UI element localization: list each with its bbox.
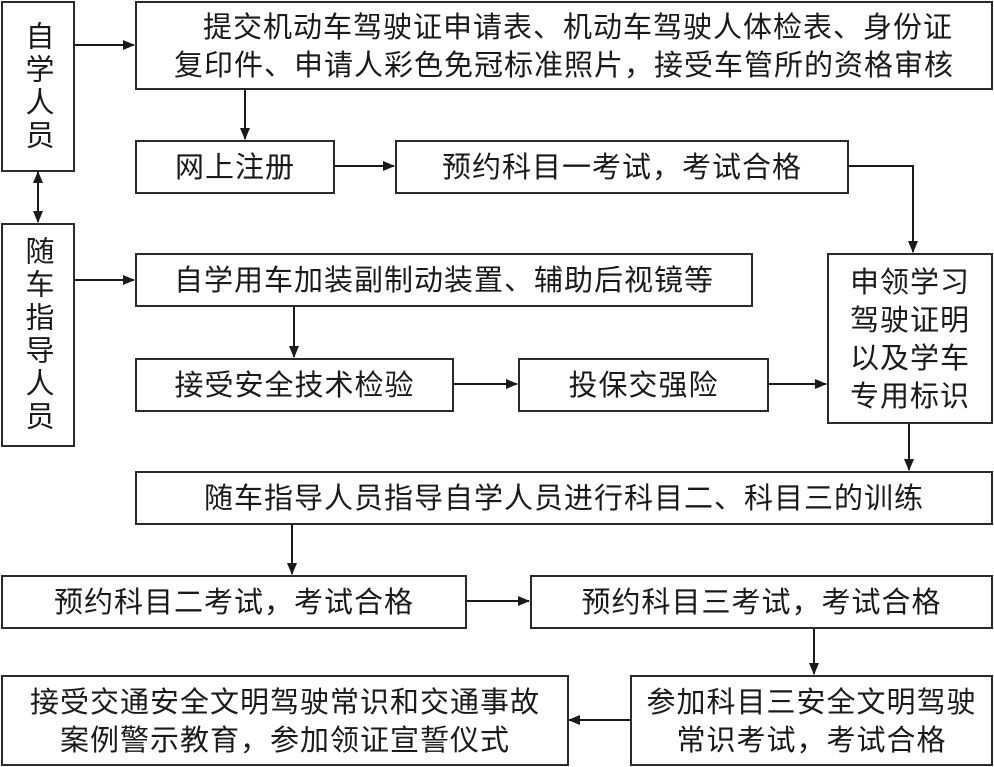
final-education-line-2: 案例警示教育，参加领证宣誓仪式 (59, 722, 510, 757)
node-final-education: 接受交通安全文明驾驶常识和交通事故 案例警示教育，参加领证宣誓仪式 (1, 675, 569, 766)
submit-documents-line-2: 复印件、申请人彩色免冠标准照片，接受车管所的资格审核 (173, 47, 954, 82)
node-online-registration: 网上注册 (135, 140, 335, 194)
node-safety-inspection: 接受安全技术检验 (135, 358, 454, 412)
node-training: 随车指导人员指导自学人员进行科目二、科目三的训练 (135, 471, 993, 525)
node-subject-two-exam: 预约科目二考试，考试合格 (1, 575, 467, 629)
node-submit-documents: 提交机动车驾驶证申请表、机动车驾驶人体检表、身份证 复印件、申请人彩色免冠标准照… (135, 1, 993, 90)
submit-documents-line-1: 提交机动车驾驶证申请表、机动车驾驶人体检表、身份证 (202, 9, 953, 44)
node-insurance: 投保交强险 (518, 358, 769, 412)
node-vehicle-modification: 自学用车加装副制动装置、辅助后视镜等 (135, 253, 753, 307)
learner-permit-line-1: 申领学习 (849, 264, 970, 299)
learner-permit-line-2: 驾驶证明 (849, 302, 970, 337)
learner-permit-line-3: 以及学车 (849, 340, 970, 375)
node-self-learner: 自学人员 (1, 1, 75, 172)
learner-permit-line-4: 专用标识 (849, 378, 970, 413)
final-education-line-1: 接受交通安全文明驾驶常识和交通事故 (29, 684, 540, 719)
node-learner-permit: 申领学习 驾驶证明 以及学车 专用标识 (827, 253, 993, 424)
node-subject-three-exam: 预约科目三考试，考试合格 (530, 575, 993, 629)
arrow-subject-one-to-permit (848, 165, 918, 253)
node-accompanying-instructor: 随车指导人员 (1, 223, 75, 447)
safety-knowledge-exam-line-2: 常识考试，考试合格 (676, 722, 947, 757)
safety-knowledge-exam-line-1: 参加科目三安全文明驾驶 (646, 684, 977, 719)
node-subject-one-exam: 预约科目一考试，考试合格 (395, 140, 849, 194)
node-safety-knowledge-exam: 参加科目三安全文明驾驶 常识考试，考试合格 (630, 675, 993, 766)
